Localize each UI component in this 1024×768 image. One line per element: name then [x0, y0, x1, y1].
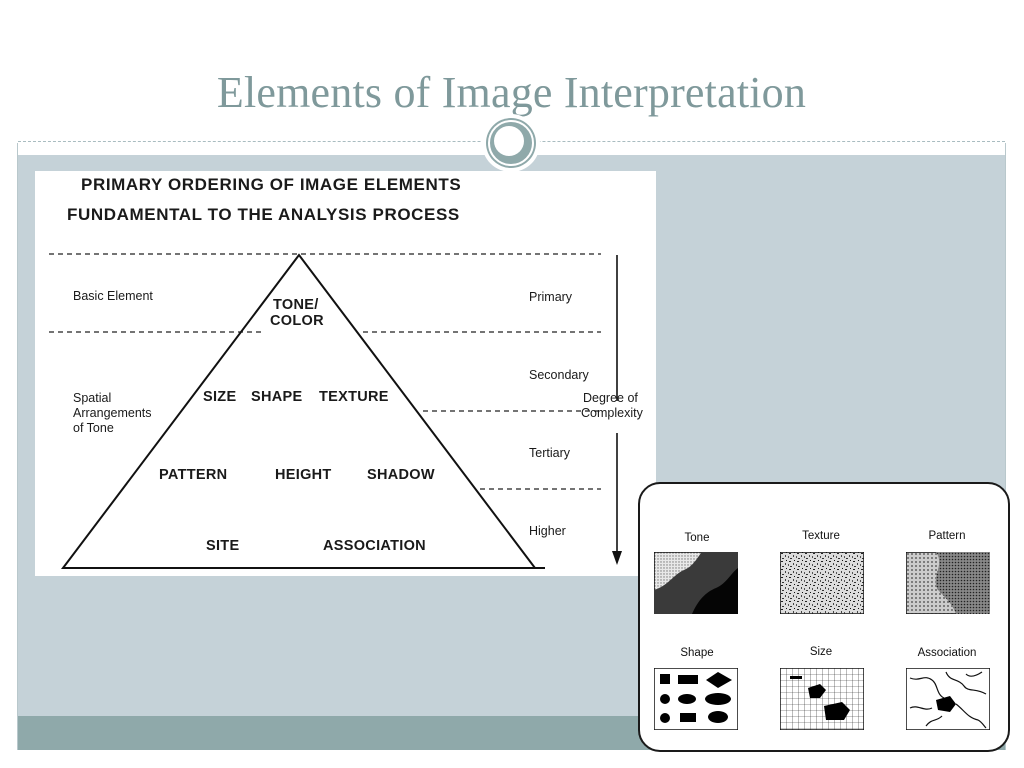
- example-label-texture: Texture: [802, 530, 840, 542]
- examples-panel: Tone Texture Pattern Shape Size Associat…: [638, 482, 1010, 752]
- element-shape: SHAPE: [251, 389, 303, 405]
- element-size: SIZE: [203, 389, 237, 405]
- slide-title: Elements of Image Interpretation: [216, 68, 807, 117]
- example-label-pattern: Pattern: [928, 530, 966, 542]
- label-spatial-1: Spatial: [73, 391, 112, 405]
- example-label-tone: Tone: [684, 532, 710, 544]
- label-secondary: Secondary: [529, 368, 589, 382]
- element-height: HEIGHT: [275, 467, 332, 483]
- element-texture: TEXTURE: [319, 389, 389, 405]
- element-shadow: SHADOW: [367, 467, 435, 483]
- label-spatial-2: Arrangements: [73, 406, 152, 420]
- example-label-association: Association: [917, 647, 977, 659]
- label-degree-1: Degree of: [583, 391, 638, 405]
- pyramid-diagram: PRIMARY ORDERING OF IMAGE ELEMENTS FUNDA…: [35, 171, 656, 576]
- texture-example-icon: [780, 552, 864, 614]
- element-site: SITE: [206, 538, 240, 554]
- label-spatial-3: of Tone: [73, 421, 114, 435]
- pyramid-graphic: [49, 253, 622, 569]
- label-degree-2: Complexity: [581, 406, 643, 420]
- tone-example-icon: [654, 552, 738, 614]
- label-higher: Higher: [529, 524, 566, 538]
- element-association: ASSOCIATION: [323, 538, 426, 554]
- pyramid-heading-line1: PRIMARY ORDERING OF IMAGE ELEMENTS: [81, 175, 462, 194]
- divider-ornament-center: [494, 126, 524, 156]
- pattern-example-icon: [906, 552, 990, 614]
- size-example-icon: [780, 668, 864, 730]
- example-label-size: Size: [809, 646, 833, 658]
- element-tone-1: TONE/: [273, 297, 319, 313]
- element-pattern: PATTERN: [159, 467, 228, 483]
- element-tone-2: COLOR: [270, 313, 324, 329]
- pyramid-heading-line2: FUNDAMENTAL TO THE ANALYSIS PROCESS: [67, 205, 460, 224]
- label-primary: Primary: [529, 290, 573, 304]
- example-label-shape: Shape: [680, 647, 714, 659]
- label-tertiary: Tertiary: [529, 446, 570, 460]
- association-example-icon: [906, 668, 990, 730]
- label-basic-element: Basic Element: [73, 289, 153, 303]
- shape-example-icon: [654, 668, 738, 730]
